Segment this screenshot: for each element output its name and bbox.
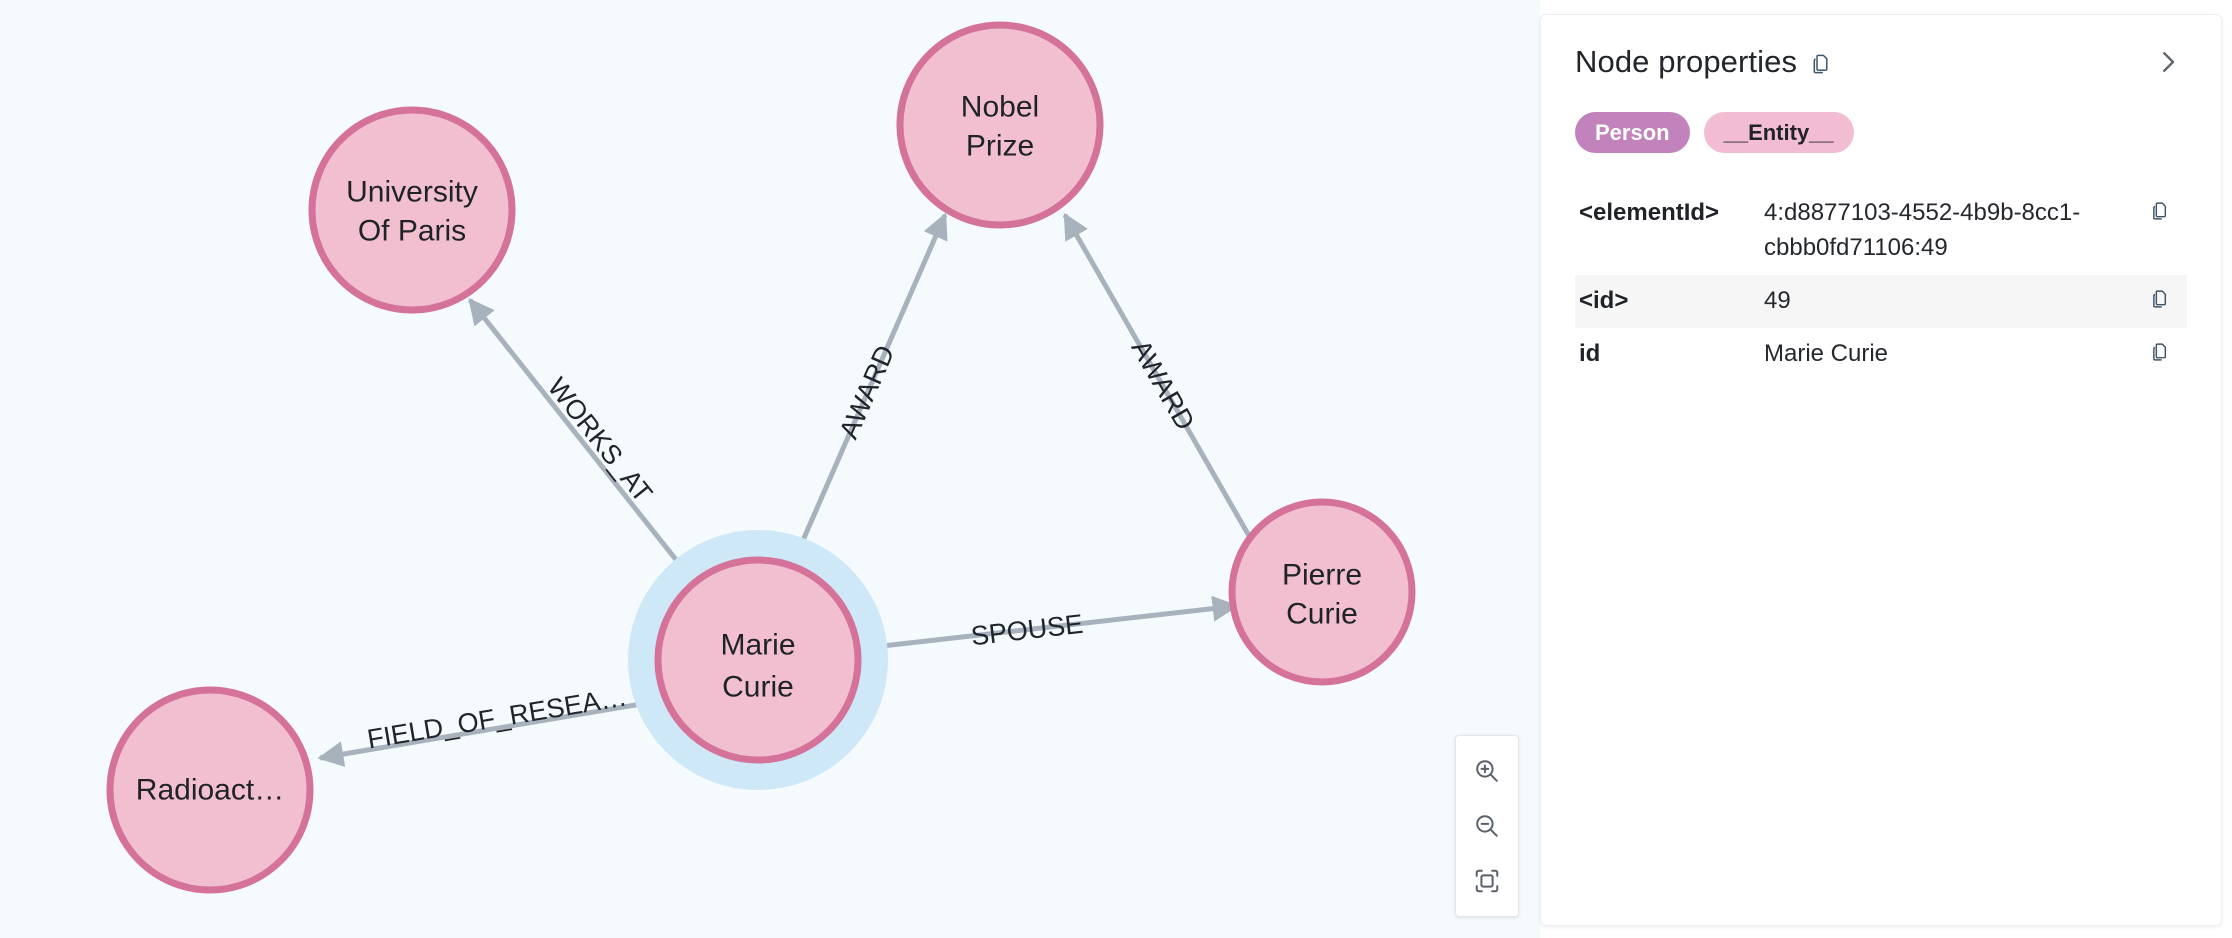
node-label-chip-entity[interactable]: __Entity__: [1703, 112, 1854, 154]
panel-title-wrap: Node properties: [1575, 44, 1833, 79]
node-label-line2: Curie: [722, 671, 794, 704]
edge-line: [468, 297, 702, 592]
node-properties-panel: Node properties Person __Entity__: [1540, 14, 2222, 926]
table-row: id Marie Curie: [1575, 328, 2187, 381]
zoom-controls: [1455, 735, 1519, 917]
collapse-panel-button[interactable]: [2149, 45, 2187, 84]
copy-icon[interactable]: [2149, 337, 2179, 363]
edge-label-award-pierre: AWARD: [1126, 335, 1201, 435]
property-value: Marie Curie: [1764, 339, 1889, 367]
node-circle[interactable]: [1228, 498, 1416, 686]
copy-icon[interactable]: [1809, 48, 1833, 76]
graph-node-nobel-prize[interactable]: Nobel Prize: [896, 21, 1104, 229]
node-circle[interactable]: [654, 556, 862, 764]
graph-node-radioactivity[interactable]: Radioact…: [106, 686, 314, 894]
page-title: Node properties: [1575, 44, 1798, 79]
table-row: <elementId> 4:d8877103-4552-4b9b-8cc1-cb…: [1575, 187, 2187, 275]
table-row: <id> 49: [1575, 274, 2187, 328]
edge-award-marie[interactable]: AWARD: [787, 212, 948, 572]
node-label-chip-person[interactable]: Person: [1575, 112, 1690, 154]
edge-line: [787, 212, 948, 572]
graph-node-pierre-curie[interactable]: Pierre Curie: [1228, 498, 1416, 686]
fit-to-screen-button[interactable]: [1463, 857, 1511, 905]
edge-label-award-marie: AWARD: [834, 341, 901, 443]
graph-node-marie-curie[interactable]: Marie Curie: [628, 530, 888, 790]
graph-canvas[interactable]: WORKS_AT AWARD AWARD SPOUSE FIELD_OF_RES…: [0, 0, 1540, 938]
edge-label-spouse: SPOUSE: [969, 609, 1084, 652]
edge-line: [1062, 212, 1263, 557]
chevron-right-icon: [2163, 52, 2175, 72]
edge-line: [317, 697, 666, 767]
property-value: 4:d8877103-4552-4b9b-8cc1-cbbb0fd71106:4…: [1764, 199, 2081, 262]
node-label-line1: University: [346, 176, 478, 209]
zoom-in-icon: [1476, 760, 1498, 783]
graph-svg[interactable]: WORKS_AT AWARD AWARD SPOUSE FIELD_OF_RES…: [0, 0, 1540, 938]
copy-icon[interactable]: [2149, 196, 2179, 222]
zoom-out-icon: [1476, 815, 1498, 837]
zoom-in-button[interactable]: [1463, 747, 1511, 795]
zoom-out-button[interactable]: [1463, 802, 1511, 850]
property-value: 49: [1764, 286, 1791, 314]
node-label-line2: Prize: [966, 130, 1034, 163]
node-label-line2: Of Paris: [358, 215, 466, 248]
panel-header: Node properties: [1575, 44, 2187, 84]
fit-to-screen-icon: [1475, 869, 1499, 892]
node-label-line2: Curie: [1286, 598, 1358, 631]
node-label-line1: Marie: [720, 629, 795, 662]
edge-award-pierre[interactable]: AWARD: [1062, 212, 1263, 557]
edge-spouse[interactable]: SPOUSE: [864, 595, 1239, 652]
edge-label-works-at: WORKS_AT: [542, 372, 658, 508]
property-key: id: [1579, 339, 1601, 367]
edge-line: [864, 595, 1239, 651]
edge-works-at[interactable]: WORKS_AT: [468, 297, 702, 592]
property-key: <elementId>: [1579, 199, 1720, 227]
node-labels-row: Person __Entity__: [1575, 112, 2187, 154]
node-circle[interactable]: [896, 21, 1104, 229]
node-circle[interactable]: [308, 106, 516, 314]
property-key: <id>: [1579, 286, 1629, 314]
node-label-line1: Nobel: [961, 91, 1039, 124]
copy-icon[interactable]: [2149, 284, 2179, 310]
node-label-line1: Radioact…: [136, 774, 284, 807]
edge-field-of-research[interactable]: FIELD_OF_RESEA…: [317, 682, 666, 767]
node-label-line1: Pierre: [1282, 559, 1362, 592]
node-properties-table: <elementId> 4:d8877103-4552-4b9b-8cc1-cb…: [1575, 187, 2187, 380]
graph-node-university-of-paris[interactable]: University Of Paris: [308, 106, 516, 314]
node-circle[interactable]: [106, 686, 314, 894]
edge-label-field-of-research: FIELD_OF_RESEA…: [365, 682, 629, 755]
